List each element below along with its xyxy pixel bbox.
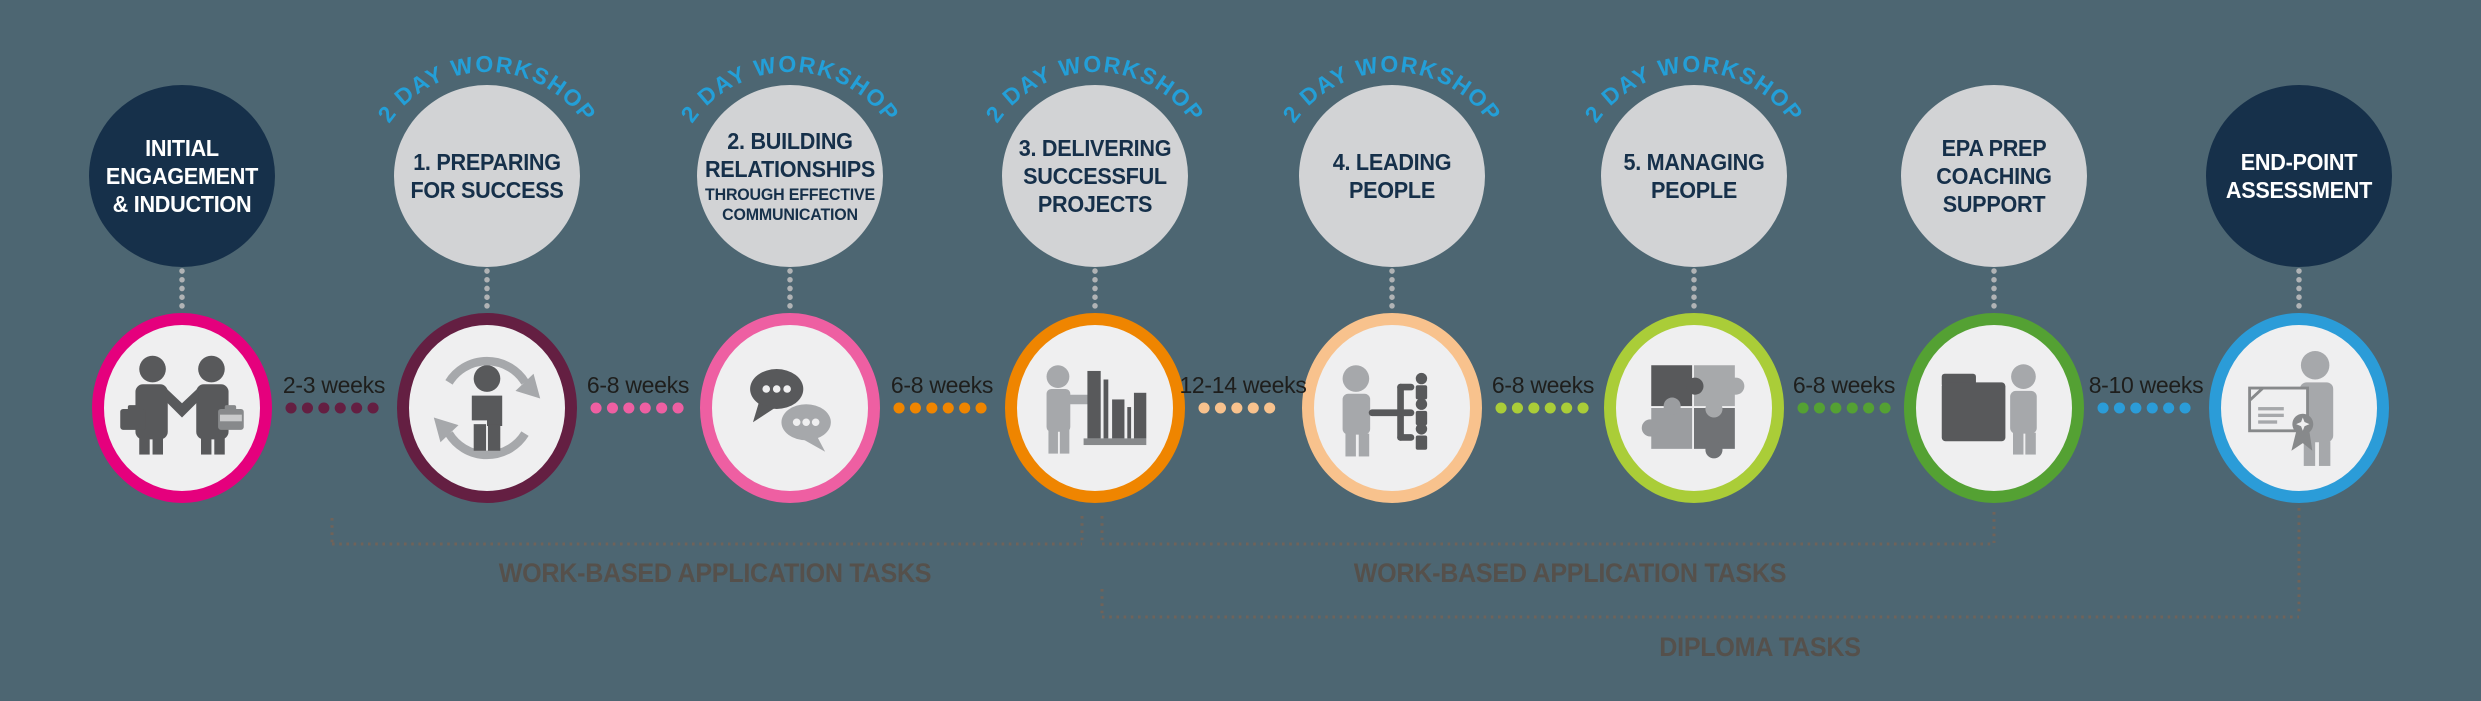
handshake-icon: [120, 355, 244, 455]
presenter-chart-icon: [1046, 365, 1147, 454]
week-label-1: 2-3 weeks: [282, 372, 386, 398]
week-label-3: 6-8 weeks: [890, 372, 994, 398]
week-label-6: 6-8 weeks: [1792, 372, 1896, 398]
stage-title-leading-people: 4. LEADING PEOPLE: [1332, 149, 1452, 203]
stage-ellipse-end-point-assessment: [2206, 85, 2392, 267]
week-label-5: 6-8 weeks: [1491, 372, 1595, 398]
icon-ring-building-relationships: [700, 313, 880, 503]
stage-title-sub: THROUGH EFFECTIVE COMMUNICATION: [705, 185, 875, 224]
icon-ring-leading-people: [1302, 313, 1482, 503]
stage-ellipse-leading-people: [1299, 85, 1485, 267]
week-label-4: 12-14 weeks: [1179, 372, 1307, 398]
stage-ellipse-building-relationships: [697, 85, 883, 267]
week-label-2: 6-8 weeks: [586, 372, 690, 398]
stage-title-delivering-projects: 3. DELIVERING SUCCESSFUL PROJECTS: [1018, 135, 1172, 217]
stage-title-initial-engagement: INITIAL ENGAGEMENT & INDUCTION: [105, 135, 259, 217]
stage-ellipse-managing-people: [1601, 85, 1787, 267]
stage-title-preparing-for-success: 1. PREPARING FOR SUCCESS: [410, 149, 564, 203]
stage-title-building-relationships: 2. BUILDING RELATIONSHIPS THROUGH EFFECT…: [696, 106, 884, 246]
person-cycle-icon: [433, 356, 541, 460]
task-brackets: [330, 508, 2301, 619]
stage-title-main: 2. BUILDING RELATIONSHIPS: [704, 128, 876, 182]
org-hierarchy-icon: [1342, 365, 1428, 457]
puzzle-icon: [1641, 365, 1745, 459]
speech-bubbles-icon: [750, 369, 831, 452]
diploma-tasks-label: DIPLOMA TASKS: [1659, 632, 1861, 662]
stage-ellipse-initial-engagement: [89, 85, 275, 267]
work-based-tasks-label-1: WORK-BASED APPLICATION TASKS: [498, 558, 932, 588]
stage-title-epa-prep: EPA PREP COACHING SUPPORT: [1936, 135, 2052, 217]
stage-ellipse-delivering-projects: [1002, 85, 1188, 267]
work-based-tasks-label-2: WORK-BASED APPLICATION TASKS: [1353, 558, 1787, 588]
week-label-7: 8-10 weeks: [2088, 372, 2204, 398]
stage-title-managing-people: 5. MANAGING PEOPLE: [1623, 149, 1765, 203]
stage-ellipse-epa-prep: [1901, 85, 2087, 267]
stage-ellipse-preparing-for-success: [394, 85, 580, 267]
folder-person-icon: [1941, 364, 2037, 455]
stage-title-end-point-assessment: END-POINT ASSESSMENT: [2225, 149, 2373, 203]
stage-top-ellipses: [89, 85, 2392, 267]
vertical-dotted-connectors: [179, 268, 2302, 312]
certificate-person-icon: [2248, 351, 2334, 466]
